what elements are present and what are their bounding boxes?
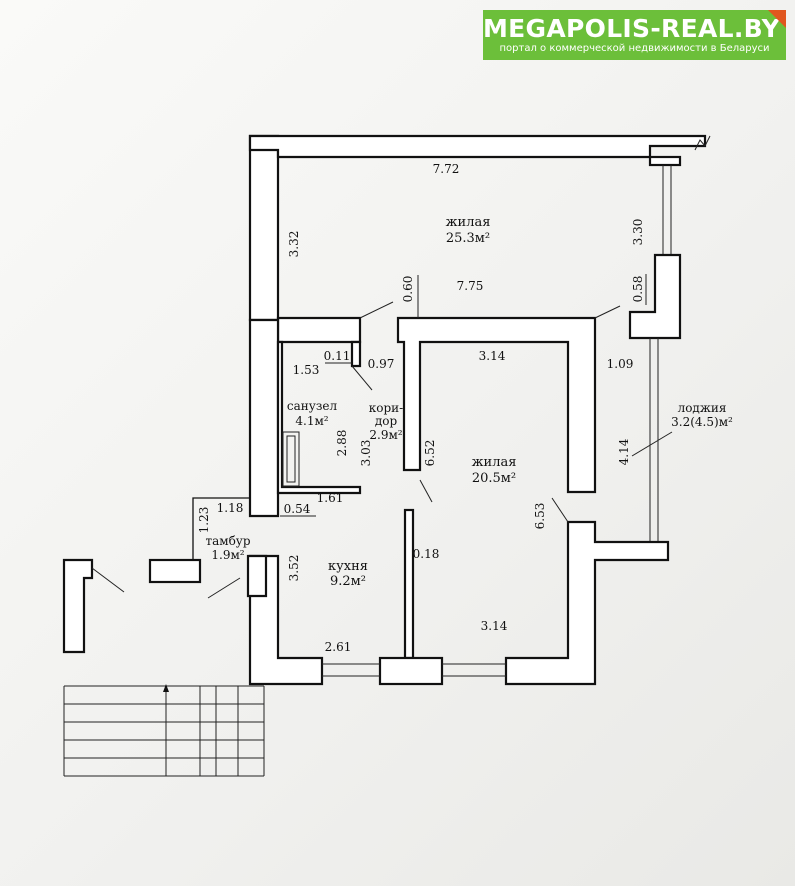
dim-right-height: 6.52: [423, 440, 437, 467]
dim-loggia-109: 1.09: [607, 357, 634, 371]
room-labels: жилая 25.3м² жилая 20.5м² санузел 4.1м² …: [205, 215, 733, 589]
dim-corr-097: 0.97: [368, 357, 395, 371]
dim-bath-153: 1.53: [293, 363, 320, 377]
wall-vestibule-right: [246, 554, 268, 598]
dim-top-bottom-width: 7.75: [457, 279, 484, 293]
dim-wall-054: 0.54: [284, 502, 311, 516]
wall-left-mid: [248, 318, 280, 518]
dim-bath-288: 2.88: [335, 430, 349, 457]
banner-corner-fold: [768, 10, 786, 28]
wall-left-upper: [248, 134, 280, 322]
door-swing-right-lower: [551, 497, 569, 523]
wall-partition-right: [396, 316, 597, 494]
room-vestibule-area: 1.9м²: [211, 548, 244, 562]
room-kitchen-area: 9.2м²: [330, 574, 366, 589]
site-logo-text: MEGAPOLIS-REAL.BY: [483, 14, 781, 43]
door-swing-bathroom: [351, 365, 373, 391]
door-swing-vestibule: [207, 577, 241, 599]
wall-right-pier: [628, 253, 682, 340]
walls: [62, 134, 711, 777]
wall-top: [248, 134, 707, 159]
dim-bath-011: 0.11: [324, 349, 351, 363]
dim-right-width-bottom: 3.14: [481, 619, 508, 633]
room-living-top-name: жилая: [446, 215, 491, 230]
room-corridor-area: 2.9м²: [369, 428, 402, 442]
dim-vest-118: 1.18: [217, 501, 244, 515]
room-living-right-area: 20.5м²: [472, 471, 516, 486]
dim-vest-123: 1.23: [197, 507, 211, 534]
dim-bath-161: 1.61: [317, 491, 344, 505]
site-tagline: портал о коммерческой недвижимости в Бел…: [499, 43, 770, 54]
dimension-labels: 7.72 3.32 3.30 7.75 0.60 0.58 0.11 1.53 …: [197, 162, 647, 654]
room-living-right-name: жилая: [472, 455, 517, 470]
wall-bathroom-nib: [350, 340, 362, 368]
stairs-arrow-icon: [163, 684, 169, 692]
room-loggia-area: 3.2(4.5)м²: [671, 415, 733, 429]
dim-corr-303: 3.03: [359, 440, 373, 467]
room-living-top-area: 25.3м²: [446, 231, 490, 246]
dim-top-left-height: 3.32: [287, 231, 301, 258]
room-loggia-name: лоджия: [678, 401, 727, 415]
door-swing-loggia: [594, 305, 621, 319]
room-vestibule-name: тамбур: [205, 534, 250, 548]
door-swing-top-room: [359, 301, 394, 319]
wall-bathroom: [276, 340, 362, 495]
vestibule-outline: [192, 497, 250, 560]
door-swing-right-room: [419, 479, 433, 503]
door-swing-entrance: [91, 567, 125, 593]
dim-kitchen-352: 3.52: [287, 555, 301, 582]
site-banner[interactable]: MEGAPOLIS-REAL.BY портал о коммерческой …: [483, 10, 786, 60]
wall-partition-left: [276, 316, 362, 344]
room-bathroom-area: 4.1м²: [295, 414, 328, 428]
loggia-leader-line: [631, 431, 673, 457]
wall-entrance: [62, 558, 94, 654]
bathroom-fixture: [282, 431, 300, 487]
wall-right-lower: [504, 520, 670, 686]
room-kitchen-name: кухня: [328, 559, 368, 574]
dim-door-060: 0.60: [401, 276, 415, 303]
wall-top-right-block: [648, 155, 682, 167]
dim-kitchen-018: 0.18: [413, 547, 440, 561]
dim-top-width: 7.72: [433, 162, 460, 176]
dim-right-width-top: 3.14: [479, 349, 506, 363]
wall-kitchen-partition: [403, 508, 415, 660]
wall-bottom-left: [248, 554, 324, 686]
entrance-steps: [63, 684, 265, 777]
dim-top-right-height: 3.30: [631, 219, 645, 246]
room-bathroom-name: санузел: [287, 399, 338, 413]
room-corridor-name-1: кори-: [369, 401, 403, 415]
dim-right-outer-653: 6.53: [533, 503, 547, 530]
wall-bottom-mid: [378, 656, 444, 686]
dim-kitchen-261: 2.61: [325, 640, 352, 654]
vestibule-block: [148, 558, 202, 584]
break-symbol: [694, 135, 711, 151]
dim-loggia-414: 4.14: [617, 438, 631, 465]
room-corridor-name-2: дор: [375, 414, 398, 428]
dim-door-058: 0.58: [631, 276, 645, 303]
bathroom-fixture-inner: [286, 435, 296, 483]
